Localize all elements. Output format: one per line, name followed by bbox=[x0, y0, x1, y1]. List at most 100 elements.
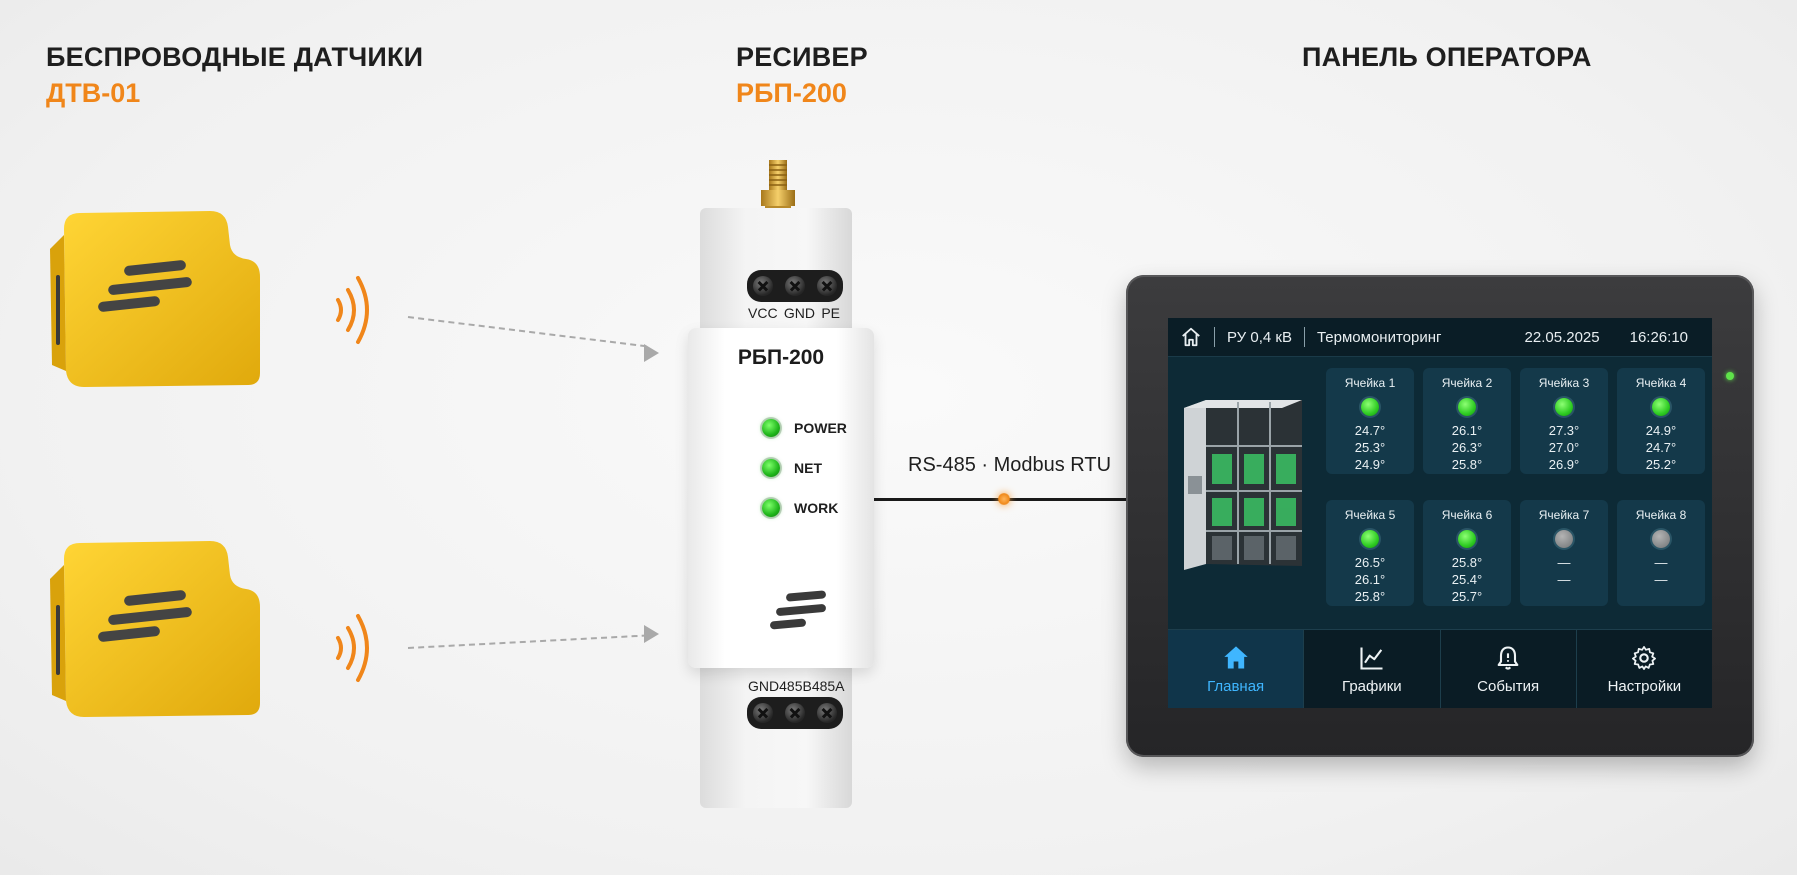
receiver-title: РЕСИВЕР bbox=[736, 42, 868, 72]
led-work: WORK bbox=[762, 499, 838, 517]
arrow-head bbox=[644, 625, 659, 643]
cell-temp: 26.5° bbox=[1354, 555, 1386, 570]
cable-signal-dot bbox=[998, 493, 1010, 505]
cell-temp: — bbox=[1654, 555, 1668, 570]
terminal-label: PE bbox=[821, 305, 840, 321]
cell-temp: 24.9° bbox=[1645, 423, 1677, 438]
home-icon bbox=[1223, 645, 1248, 668]
cell-status-indicator bbox=[1361, 398, 1379, 416]
terminal-screw bbox=[817, 703, 837, 723]
cell-temp: 27.0° bbox=[1548, 440, 1580, 455]
cell-card-4[interactable]: Ячейка 4 24.9° 24.7° 25.2° bbox=[1617, 368, 1705, 474]
radio-waves-icon bbox=[336, 614, 369, 682]
cell-name: Ячейка 1 bbox=[1344, 376, 1396, 390]
antenna-connector-icon bbox=[761, 160, 795, 212]
cell-temp: 25.3° bbox=[1354, 440, 1386, 455]
nav-charts[interactable]: Графики bbox=[1304, 630, 1441, 708]
header-separator bbox=[1214, 327, 1215, 347]
cell-status-indicator bbox=[1458, 530, 1476, 548]
cell-card-1[interactable]: Ячейка 1 24.7° 25.3° 24.9° bbox=[1326, 368, 1414, 474]
link-label: RS-485 · Modbus RTU bbox=[908, 454, 1112, 476]
signal-arrow-1 bbox=[407, 316, 647, 348]
wireless-sensor-1 bbox=[50, 211, 260, 387]
nav-label: Графики bbox=[1342, 677, 1402, 695]
cell-temp: 25.4° bbox=[1451, 572, 1483, 587]
cell-name: Ячейка 3 bbox=[1538, 376, 1590, 390]
led-label: WORK bbox=[794, 500, 839, 516]
receiver-label: РБП-200 bbox=[737, 346, 825, 369]
cell-temp: 24.9° bbox=[1354, 457, 1386, 472]
led-label: POWER bbox=[794, 420, 847, 436]
nav-events[interactable]: События bbox=[1441, 630, 1577, 708]
led-indicator bbox=[762, 459, 780, 477]
wireless-sensor-2 bbox=[50, 541, 260, 717]
terminal-label: GND bbox=[783, 305, 815, 321]
led-indicator bbox=[762, 419, 780, 437]
cell-card-3[interactable]: Ячейка 3 27.3° 27.0° 26.9° bbox=[1520, 368, 1608, 474]
sensors-title: БЕСПРОВОДНЫЕ ДАТЧИКИ bbox=[46, 42, 424, 72]
screen-header: РУ 0,4 кВ Термомониторинг 22.05.2025 16:… bbox=[1168, 318, 1712, 357]
panel-status-led bbox=[1726, 372, 1734, 380]
switchgear-cabinet-image bbox=[1184, 400, 1302, 570]
cell-name: Ячейка 5 bbox=[1344, 508, 1396, 522]
cell-name: Ячейка 2 bbox=[1441, 376, 1493, 390]
cell-card-2[interactable]: Ячейка 2 26.1° 26.3° 25.8° bbox=[1423, 368, 1511, 474]
terminal-label: VCC bbox=[748, 305, 778, 321]
panel-title: ПАНЕЛЬ ОПЕРАТОРА bbox=[1302, 42, 1592, 72]
cell-card-8[interactable]: Ячейка 8 — — bbox=[1617, 500, 1705, 606]
cell-temp: 25.8° bbox=[1354, 589, 1386, 604]
cell-temp: 25.2° bbox=[1645, 457, 1677, 472]
cell-name: Ячейка 4 bbox=[1635, 376, 1687, 390]
led-label: NET bbox=[794, 460, 822, 476]
cell-name: Ячейка 8 bbox=[1635, 508, 1687, 522]
header-section: Термомониторинг bbox=[1316, 328, 1442, 346]
header-date: 22.05.2025 bbox=[1524, 328, 1600, 346]
cell-name: Ячейка 7 bbox=[1538, 508, 1590, 522]
brand-logo-icon bbox=[770, 590, 826, 630]
cell-temp: — bbox=[1557, 572, 1571, 587]
screen-bottom-nav: Главная Графики События Настройки bbox=[1168, 629, 1712, 708]
header-location: РУ 0,4 кВ bbox=[1227, 328, 1292, 346]
terminal-screw bbox=[785, 276, 805, 296]
cell-name: Ячейка 6 bbox=[1441, 508, 1493, 522]
chart-icon bbox=[1360, 647, 1383, 670]
cell-temp: 26.1° bbox=[1354, 572, 1386, 587]
header-separator bbox=[1303, 327, 1305, 347]
cell-card-7[interactable]: Ячейка 7 — — bbox=[1520, 500, 1608, 606]
cell-card-6[interactable]: Ячейка 6 25.8° 25.4° 25.7° bbox=[1423, 500, 1511, 606]
top-terminal-labels: VCC GND PE bbox=[748, 305, 840, 321]
nav-label: Настройки bbox=[1607, 677, 1682, 695]
cell-status-indicator bbox=[1555, 530, 1573, 548]
cell-temp: 25.7° bbox=[1451, 589, 1483, 604]
operator-screen: РУ 0,4 кВ Термомониторинг 22.05.2025 16:… bbox=[1168, 318, 1712, 708]
cell-card-5[interactable]: Ячейка 5 26.5° 26.1° 25.8° bbox=[1326, 500, 1414, 606]
led-net: NET bbox=[762, 459, 822, 477]
led-power: POWER bbox=[762, 419, 847, 437]
cell-temp: 24.7° bbox=[1645, 440, 1677, 455]
nav-home[interactable]: Главная bbox=[1168, 630, 1305, 708]
bell-icon bbox=[1497, 645, 1519, 670]
home-icon[interactable] bbox=[1180, 326, 1202, 348]
cell-temp: 27.3° bbox=[1548, 423, 1580, 438]
arrow-head bbox=[644, 344, 659, 362]
nav-settings[interactable]: Настройки bbox=[1577, 630, 1712, 708]
terminal-screw bbox=[785, 703, 805, 723]
bottom-terminal-block bbox=[747, 697, 843, 729]
cell-status-indicator bbox=[1652, 530, 1670, 548]
signal-arrow-2 bbox=[407, 634, 648, 649]
terminal-label: 485A bbox=[811, 678, 845, 694]
cell-temp: 25.8° bbox=[1451, 457, 1483, 472]
terminal-screw bbox=[753, 703, 773, 723]
cell-temp: 26.3° bbox=[1451, 440, 1483, 455]
top-terminal-block bbox=[747, 270, 843, 302]
cell-temp: — bbox=[1654, 572, 1668, 587]
gear-icon bbox=[1632, 645, 1657, 670]
cell-temp: 24.7° bbox=[1354, 423, 1386, 438]
cell-temp: 26.9° bbox=[1548, 457, 1580, 472]
nav-label: События bbox=[1477, 677, 1540, 695]
cell-status-indicator bbox=[1555, 398, 1573, 416]
terminal-screw bbox=[817, 276, 837, 296]
terminal-label: GND bbox=[748, 678, 780, 694]
cell-status-indicator bbox=[1652, 398, 1670, 416]
bottom-terminal-labels: GND 485B 485A bbox=[748, 678, 845, 694]
